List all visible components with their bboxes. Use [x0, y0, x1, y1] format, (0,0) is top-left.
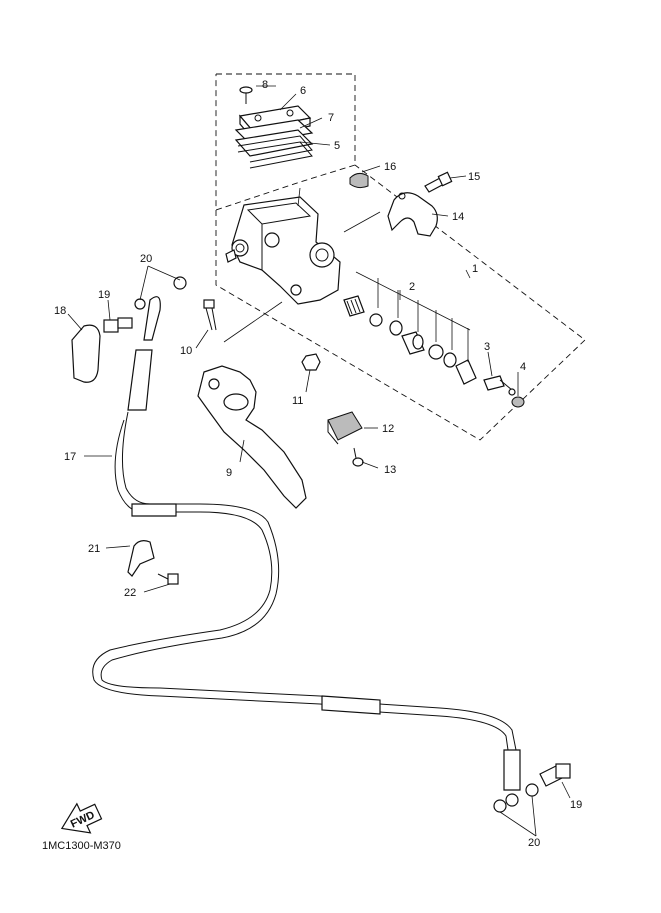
bolt-15 [424, 171, 453, 193]
callout-19-upper: 19 [98, 289, 110, 301]
reservoir-group-frame [215, 73, 356, 211]
callout-13: 13 [384, 464, 396, 476]
clamp-21 [127, 540, 155, 577]
callout-7: 7 [328, 112, 334, 124]
callout-10: 10 [180, 345, 192, 357]
bolt-10 [203, 299, 217, 331]
callout-22: 22 [124, 587, 136, 599]
lever-9 [197, 365, 307, 509]
switch-12 [327, 411, 363, 445]
master-cylinder-body [225, 196, 341, 305]
callout-5: 5 [334, 140, 340, 152]
callout-20-lower: 20 [528, 837, 540, 849]
callout-17: 17 [64, 451, 76, 463]
callout-11: 11 [292, 395, 303, 407]
adjuster-3 [483, 375, 516, 396]
diagram-code: 1MC1300-M370 [42, 840, 121, 852]
callout-8: 8 [262, 79, 268, 91]
callout-4: 4 [520, 361, 526, 373]
callout-18: 18 [54, 305, 66, 317]
callout-12: 12 [382, 423, 394, 435]
callout-15: 15 [468, 171, 480, 183]
bolt-22 [157, 573, 179, 585]
callout-19-lower: 19 [570, 799, 582, 811]
union-bolt-19-lower [539, 763, 571, 787]
callout-2: 2 [409, 281, 415, 293]
callout-1: 1 [472, 263, 478, 275]
callout-labels: 1 2 3 4 5 6 7 8 9 10 11 12 13 14 15 16 1… [54, 79, 582, 849]
union-bolt-19-upper [103, 317, 133, 333]
callout-14: 14 [452, 211, 464, 223]
holder-14 [387, 192, 438, 237]
fwd-arrow-icon: FWD [60, 802, 103, 834]
hose-17 [92, 296, 521, 807]
nut-11 [301, 353, 321, 371]
screw-8 [239, 86, 253, 104]
washers-20-lower [493, 783, 539, 813]
callout-16: 16 [384, 161, 396, 173]
piston-kit-2 [343, 271, 477, 385]
callout-21: 21 [88, 543, 100, 555]
cap-16 [349, 172, 369, 189]
callout-6: 6 [300, 85, 306, 97]
callout-9: 9 [226, 467, 232, 479]
boot-18 [71, 324, 101, 383]
screw-13 [352, 447, 364, 467]
callout-20-upper: 20 [140, 253, 152, 265]
cap-4 [511, 396, 525, 408]
assembly-1-frame [215, 164, 586, 441]
leader-lines [67, 85, 571, 837]
callout-3: 3 [484, 341, 490, 353]
